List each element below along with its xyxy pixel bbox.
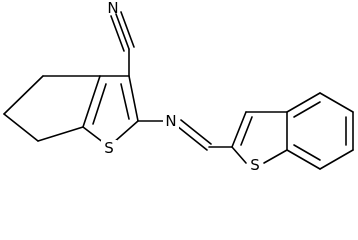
bond — [176, 125, 208, 151]
chemical-structure: N N S S — [3, 0, 354, 174]
bond — [115, 13, 130, 50]
bond — [293, 101, 321, 118]
imine-nitrogen-label: N — [165, 112, 176, 130]
bond — [263, 149, 288, 164]
bond — [110, 15, 125, 52]
bond — [3, 113, 39, 142]
bond — [286, 149, 321, 170]
bond — [82, 126, 105, 144]
thiophene-sulfur-label: S — [104, 139, 114, 157]
benzothiophene-thiophene-ring — [231, 111, 288, 164]
bond — [112, 120, 139, 144]
bond — [82, 75, 101, 128]
benzene-ring — [286, 92, 354, 170]
bond — [286, 92, 321, 113]
bond — [319, 149, 354, 170]
bond — [120, 11, 135, 48]
imine-linkage — [137, 119, 233, 151]
thiophene-ring — [82, 75, 139, 144]
bond — [231, 146, 247, 164]
bond — [180, 119, 212, 145]
bond — [231, 111, 247, 148]
bond — [240, 116, 253, 146]
atom-labels: N N S S — [101, 0, 263, 174]
bond — [92, 83, 107, 125]
nitrile-group — [110, 11, 135, 77]
bond — [37, 126, 84, 142]
bond — [120, 83, 130, 120]
bond — [293, 144, 321, 161]
bond — [3, 75, 44, 115]
nitrile-nitrogen-label: N — [107, 0, 118, 17]
bond — [128, 75, 139, 122]
bond — [319, 92, 354, 113]
benzothiophene-sulfur-label: S — [250, 156, 260, 174]
cyclopentane-ring — [3, 75, 101, 142]
